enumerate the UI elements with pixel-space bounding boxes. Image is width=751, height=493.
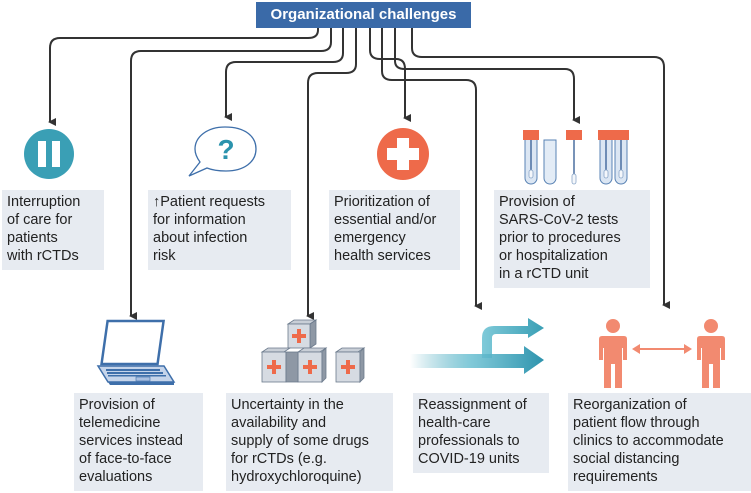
connector-tests — [394, 28, 580, 124]
drug-boxes-icon — [260, 319, 366, 383]
organizational-challenges-header: Organizational challenges — [256, 2, 471, 28]
connector-reassignment — [381, 28, 482, 310]
svg-text:?: ? — [217, 134, 234, 165]
sars-cov-2-tests-box: Provision of SARS-CoV-2 tests prior to p… — [494, 190, 650, 288]
telemedicine-box: Provision of telemedicine services inste… — [74, 393, 203, 491]
drug-supply-box: Uncertainty in the availability and supp… — [226, 393, 393, 491]
pause-icon — [24, 129, 74, 179]
prioritization-box: Prioritization of essential and/or emerg… — [329, 190, 460, 270]
connector-interruption — [48, 28, 319, 126]
social-distancing-icon — [599, 319, 725, 388]
patient-requests-box: ↑Patient requests for information about … — [148, 190, 291, 270]
redirect-arrows-icon — [410, 318, 544, 374]
connector-drug-supply — [306, 28, 357, 320]
laptop-icon — [96, 319, 176, 385]
patient-flow-box: Reorganization of patient flow through c… — [568, 393, 751, 491]
reassignment-box: Reassignment of health-care professional… — [413, 393, 549, 473]
medical-cross-icon — [377, 128, 429, 180]
question-bubble-icon: ? — [188, 126, 257, 177]
connector-telemedicine — [129, 28, 332, 320]
interruption-of-care-box: Interruption of care for patients with r… — [2, 190, 104, 270]
test-tubes-icon — [523, 130, 629, 185]
connector-patient-flow — [411, 28, 670, 309]
connector-prioritization — [369, 28, 411, 122]
connector-patient-requests — [224, 28, 344, 121]
